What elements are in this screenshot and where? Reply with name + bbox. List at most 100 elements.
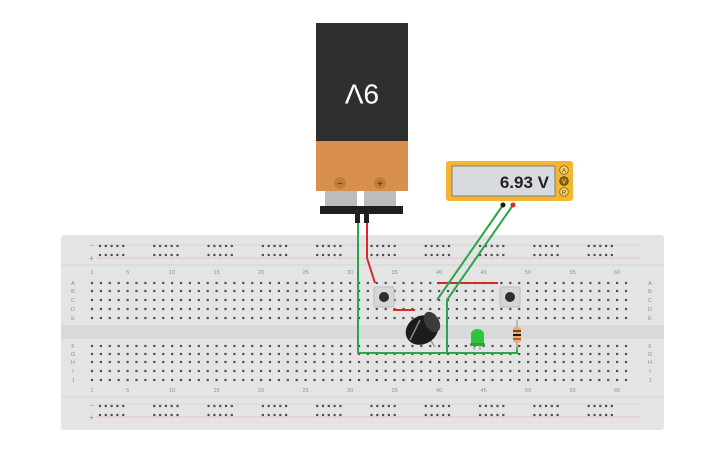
breadboard-hole[interactable] [215,369,218,373]
breadboard-hole[interactable] [197,307,200,311]
breadboard-hole[interactable] [438,378,441,382]
breadboard-hole[interactable] [589,352,592,356]
breadboard-rail-hole[interactable] [382,244,385,248]
breadboard-rail-hole[interactable] [587,404,590,408]
breadboard-hole[interactable] [197,344,200,348]
breadboard-hole[interactable] [384,378,387,382]
breadboard-rail-hole[interactable] [153,253,156,257]
breadboard-hole[interactable] [589,298,592,302]
breadboard-hole[interactable] [393,316,396,320]
breadboard-rail-hole[interactable] [442,253,445,257]
multimeter[interactable]: 6.93 V A V R [446,161,573,201]
breadboard-hole[interactable] [402,289,405,293]
breadboard-rail-hole[interactable] [207,253,210,257]
breadboard-hole[interactable] [304,352,307,356]
breadboard-hole[interactable] [242,298,245,302]
breadboard-hole[interactable] [438,289,441,293]
breadboard-hole[interactable] [598,316,601,320]
breadboard-rail-hole[interactable] [382,253,385,257]
breadboard-hole[interactable] [144,298,147,302]
breadboard-hole[interactable] [153,307,156,311]
breadboard-hole[interactable] [429,307,432,311]
breadboard-hole[interactable] [135,298,138,302]
breadboard-hole[interactable] [500,307,503,311]
breadboard-rail-hole[interactable] [159,244,162,248]
breadboard-hole[interactable] [322,378,325,382]
breadboard-hole[interactable] [580,316,583,320]
breadboard-hole[interactable] [224,378,227,382]
breadboard-hole[interactable] [366,344,369,348]
breadboard-hole[interactable] [108,307,111,311]
breadboard-rail-hole[interactable] [496,253,499,257]
breadboard-hole[interactable] [162,369,165,373]
breadboard-rail-hole[interactable] [219,413,222,417]
breadboard-rail-hole[interactable] [104,244,107,248]
breadboard-hole[interactable] [340,352,343,356]
breadboard-hole[interactable] [144,360,147,364]
breadboard-hole[interactable] [251,281,254,285]
breadboard-rail-hole[interactable] [316,253,319,257]
breadboard-hole[interactable] [580,307,583,311]
breadboard-hole[interactable] [313,316,316,320]
breadboard-hole[interactable] [553,369,556,373]
breadboard-rail-hole[interactable] [447,244,451,248]
breadboard-hole[interactable] [518,307,521,311]
breadboard-hole[interactable] [598,360,601,364]
breadboard-hole[interactable] [322,369,325,373]
breadboard-hole[interactable] [366,289,369,293]
breadboard-hole[interactable] [99,316,102,320]
breadboard-hole[interactable] [464,316,467,320]
breadboard-hole[interactable] [117,378,120,382]
breadboard-hole[interactable] [188,316,191,320]
breadboard-rail-hole[interactable] [230,244,233,248]
breadboard-rail-hole[interactable] [267,413,270,417]
breadboard-hole[interactable] [242,344,245,348]
breadboard-rail-hole[interactable] [207,404,210,408]
breadboard-hole[interactable] [535,281,539,285]
breadboard-hole[interactable] [384,281,387,285]
mode-button-voltmeter[interactable] [559,176,569,186]
breadboard-hole[interactable] [206,298,209,302]
red-wire-battery-positive[interactable] [366,222,376,284]
breadboard-hole[interactable] [598,289,601,293]
breadboard-hole[interactable] [126,316,129,320]
breadboard-rail-hole[interactable] [170,404,173,408]
breadboard-rail-hole[interactable] [273,413,276,417]
breadboard-hole[interactable] [482,378,485,382]
breadboard-hole[interactable] [179,316,183,320]
breadboard-hole[interactable] [580,344,583,348]
breadboard-hole[interactable] [188,369,191,373]
breadboard-hole[interactable] [331,369,334,373]
breadboard-hole[interactable] [571,307,574,311]
breadboard-hole[interactable] [268,298,272,302]
breadboard-hole[interactable] [349,316,352,320]
breadboard-rail-hole[interactable] [484,404,487,408]
breadboard-hole[interactable] [491,307,494,311]
breadboard-hole[interactable] [482,298,485,302]
breadboard-hole[interactable] [349,298,352,302]
breadboard-hole[interactable] [455,316,458,320]
breadboard-rail-hole[interactable] [496,244,499,248]
breadboard-rail-hole[interactable] [533,253,536,257]
breadboard-hole[interactable] [331,281,334,285]
breadboard-hole[interactable] [571,344,574,348]
breadboard-rail-hole[interactable] [321,404,325,408]
breadboard-hole[interactable] [268,281,272,285]
breadboard-hole[interactable] [500,281,503,285]
breadboard-hole[interactable] [527,281,530,285]
breadboard-hole[interactable] [340,316,343,320]
breadboard-hole[interactable] [277,360,280,364]
breadboard-hole[interactable] [455,307,458,311]
breadboard-hole[interactable] [607,281,610,285]
mode-button-ammeter[interactable] [559,165,569,175]
breadboard-hole[interactable] [544,281,547,285]
breadboard-hole[interactable] [153,281,156,285]
breadboard-hole[interactable] [518,316,521,320]
breadboard-rail-hole[interactable] [593,404,596,408]
breadboard-hole[interactable] [553,281,556,285]
breadboard-rail-hole[interactable] [587,253,590,257]
breadboard-hole[interactable] [357,378,361,382]
breadboard-rail-hole[interactable] [327,244,330,248]
breadboard-hole[interactable] [108,316,111,320]
breadboard-hole[interactable] [242,352,245,356]
